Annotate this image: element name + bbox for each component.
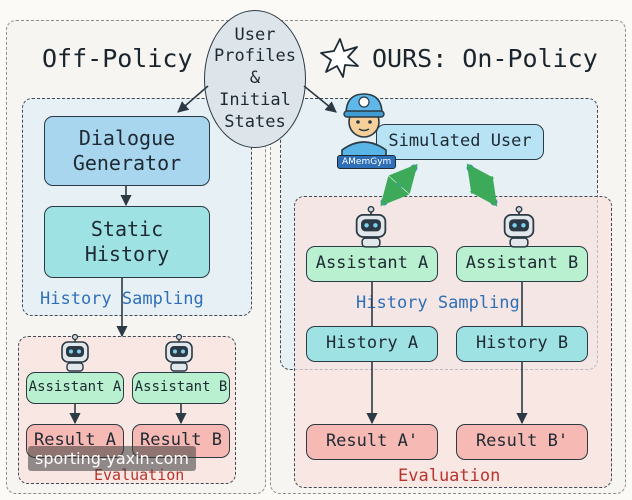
result-b-prime-box: Result B' [456,424,588,460]
arrow-profiles-to-user [303,85,337,113]
left-result-b-text: Result B [140,430,222,451]
robot-icon [165,334,193,372]
user-avatar-icon [341,93,387,158]
watermark: sporting-yaxin.com [28,446,196,471]
left-assistant-b-text: Assistant B [134,379,228,396]
robot-icon [355,206,387,248]
right-assistant-b-text: Assistant B [465,253,579,274]
exchange-arrow-user-assistant-b [466,163,498,207]
static-history-text: Static History [84,217,170,266]
user-profiles-bubble: User Profiles & Initial States [204,10,306,148]
history-a-box: History A [306,326,438,362]
left-result-a-text: Result A [34,430,116,451]
static-history-box: Static History [44,206,210,278]
user-profiles-text: User Profiles & Initial States [214,24,296,132]
off-policy-title: Off-Policy [42,44,193,73]
history-b-text: History B [475,333,569,354]
simulated-user-box: Simulated User [376,124,544,160]
left-assistant-a-box: Assistant A [26,372,124,404]
simulated-user-text: Simulated User [388,131,532,152]
on-policy-title: OURS: On-Policy [372,44,598,73]
robot-icon [503,206,535,248]
right-assistant-a-text: Assistant A [315,253,429,274]
result-a-prime-text: Result A' [325,431,419,452]
result-a-prime-box: Result A' [306,424,438,460]
right-assistant-a-box: Assistant A [306,246,438,282]
robot-icon [61,334,89,372]
right-evaluation-label: Evaluation [398,466,501,486]
history-b-box: History B [456,326,588,362]
avatar-badge: AMemGym [337,155,397,169]
history-a-text: History A [325,333,419,354]
star-burst-icon [320,38,359,78]
arrow-profiles-to-generator [177,85,209,113]
left-assistant-b-box: Assistant B [132,372,230,404]
dialogue-generator-box: Dialogue Generator [44,116,210,186]
right-history-sampling-label: History Sampling [356,293,520,313]
result-b-prime-text: Result B' [475,431,569,452]
left-assistant-a-text: Assistant A [28,379,122,396]
dialogue-generator-text: Dialogue Generator [72,126,182,175]
exchange-arrow-user-assistant-a [380,163,418,207]
